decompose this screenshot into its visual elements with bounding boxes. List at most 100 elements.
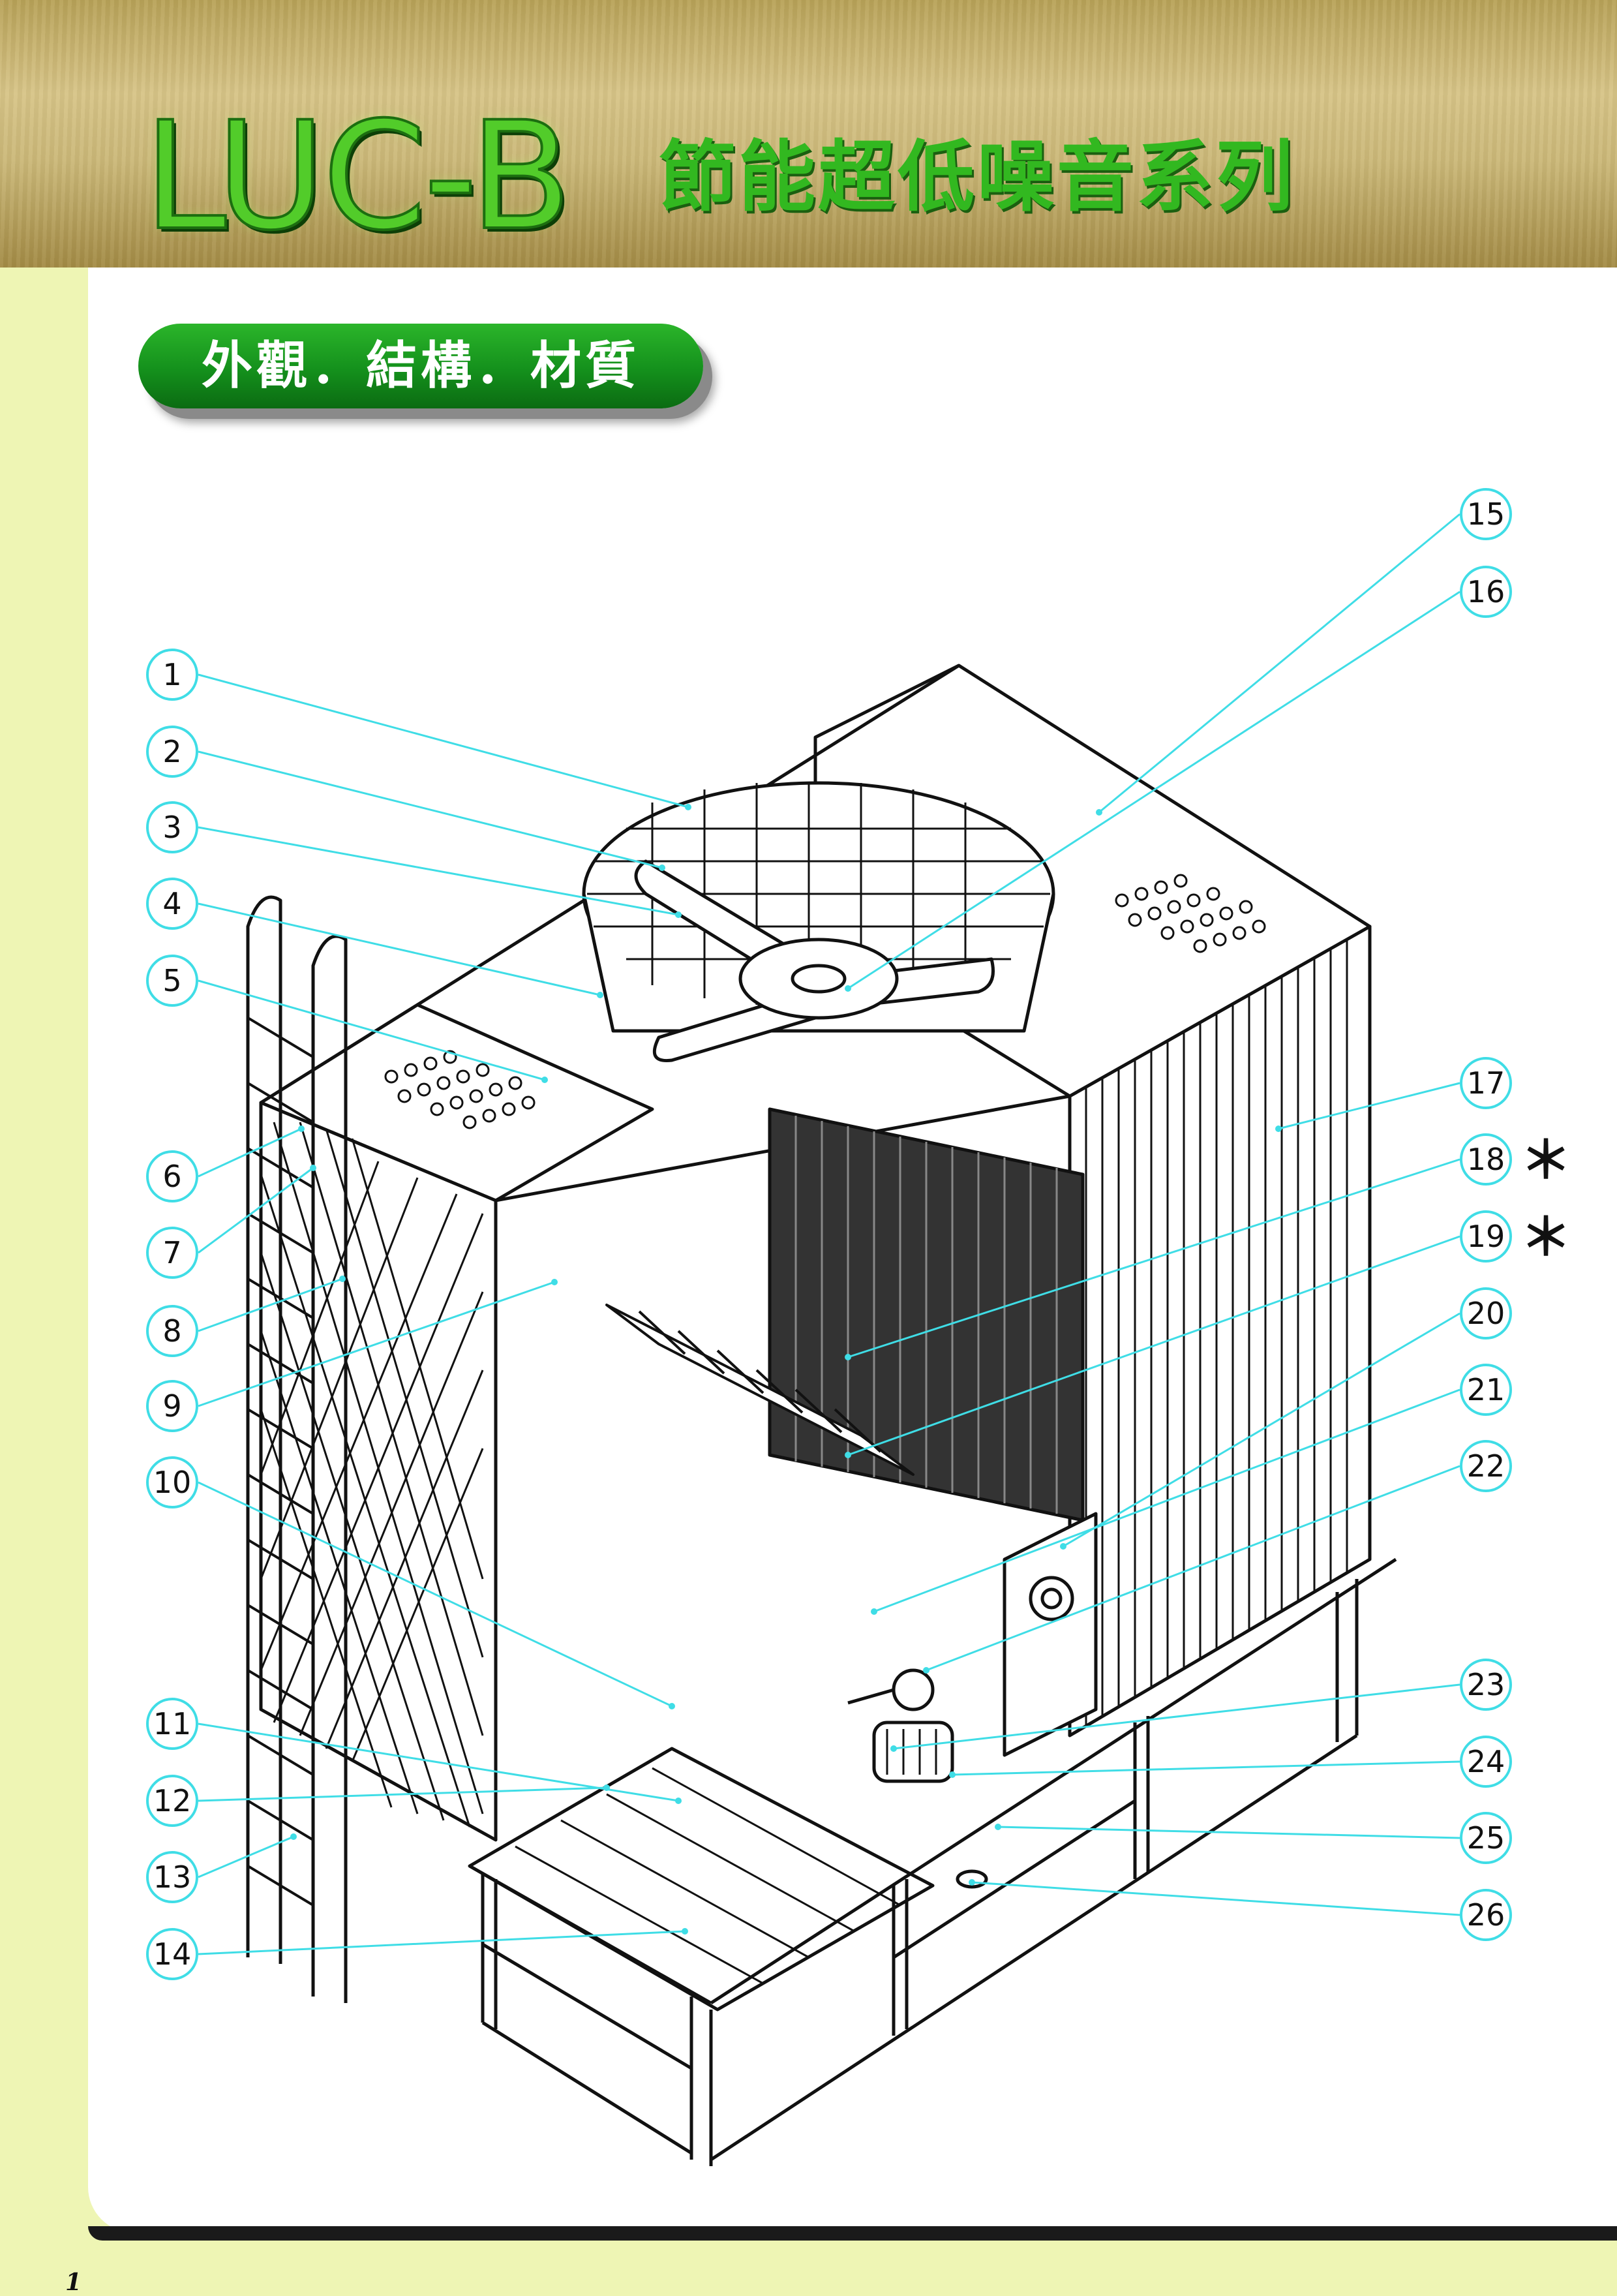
tower-drawing xyxy=(246,664,1397,2166)
callout-number-6: 6 xyxy=(162,1159,181,1194)
leader-line-15 xyxy=(1098,513,1460,814)
leader-line-20 xyxy=(1063,1312,1460,1548)
leader-dot-4 xyxy=(597,992,603,998)
callout-number-15: 15 xyxy=(1467,497,1505,532)
leader-line-4 xyxy=(198,902,601,996)
callout-circle-8 xyxy=(146,1305,198,1357)
leader-line-9 xyxy=(198,1281,555,1407)
leader-line-21 xyxy=(873,1388,1460,1613)
leader-line-14 xyxy=(198,1930,686,1955)
callout-circle-3 xyxy=(146,801,198,853)
callout-circle-23 xyxy=(1460,1659,1512,1711)
callout-number-17: 17 xyxy=(1467,1065,1505,1101)
leader-dot-7 xyxy=(310,1165,316,1171)
callout-circle-14 xyxy=(146,1928,198,1980)
fan-guard xyxy=(587,783,1050,1005)
leader-line-8 xyxy=(198,1278,343,1332)
drain-outlet xyxy=(956,1869,988,1889)
leader-line-25 xyxy=(997,1826,1460,1839)
callout-number-26: 26 xyxy=(1467,1897,1505,1933)
leader-dot-21 xyxy=(871,1608,877,1615)
callout-number-25: 25 xyxy=(1467,1820,1505,1856)
callout-number-19: 19 xyxy=(1467,1219,1505,1254)
leader-dot-25 xyxy=(995,1824,1001,1830)
fill-media xyxy=(259,1101,498,1842)
callout-number-10: 10 xyxy=(153,1465,192,1500)
leader-line-23 xyxy=(893,1683,1460,1750)
access-ladder xyxy=(246,895,348,2003)
fan-blades xyxy=(634,859,995,1063)
walkway-grating xyxy=(605,1304,914,1476)
callout-number-23: 23 xyxy=(1467,1667,1505,1702)
callout-number-14: 14 xyxy=(153,1936,192,1972)
callout-number-5: 5 xyxy=(162,963,181,998)
leader-dot-14 xyxy=(682,1928,688,1935)
callout-circle-22 xyxy=(1460,1440,1512,1492)
leader-dot-26 xyxy=(969,1879,975,1886)
callout-circle-15 xyxy=(1460,488,1512,540)
callout-circle-25 xyxy=(1460,1812,1512,1864)
leader-line-3 xyxy=(198,826,679,916)
callout-circle-24 xyxy=(1460,1736,1512,1788)
callout-circle-6 xyxy=(146,1150,198,1202)
callout-circle-9 xyxy=(146,1380,198,1432)
callout-number-1: 1 xyxy=(162,657,181,692)
callout-circle-11 xyxy=(146,1698,198,1750)
callout-circle-13 xyxy=(146,1851,198,1903)
callout-number-12: 12 xyxy=(153,1783,192,1818)
leader-dot-8 xyxy=(339,1276,346,1282)
callout-number-2: 2 xyxy=(162,734,181,769)
leader-dot-12 xyxy=(603,1784,610,1791)
leader-dot-20 xyxy=(1060,1543,1066,1550)
callout-circle-16 xyxy=(1460,566,1512,618)
float-valve xyxy=(847,1668,935,1711)
leader-dot-19 xyxy=(845,1452,851,1458)
leader-line-22 xyxy=(926,1465,1460,1672)
leader-line-17 xyxy=(1278,1082,1460,1130)
leader-line-18 xyxy=(847,1158,1460,1358)
leader-dot-16 xyxy=(845,985,851,992)
asterisk-mark-18: ＊ xyxy=(1520,1131,1571,1190)
model-logo: LUC-B xyxy=(142,89,573,263)
leader-line-7 xyxy=(198,1167,314,1254)
leader-dot-1 xyxy=(685,804,691,810)
leader-dot-24 xyxy=(949,1771,956,1778)
callout-number-22: 22 xyxy=(1467,1448,1505,1484)
page-number: 1 xyxy=(65,2269,82,2296)
leader-dot-15 xyxy=(1096,809,1102,816)
drift-eliminator xyxy=(768,1107,1085,1522)
callout-number-9: 9 xyxy=(162,1388,181,1424)
callout-number-4: 4 xyxy=(162,886,181,921)
callout-circle-7 xyxy=(146,1227,198,1279)
leader-dot-9 xyxy=(551,1279,558,1285)
callout-number-11: 11 xyxy=(153,1706,192,1741)
callout-number-7: 7 xyxy=(162,1235,181,1270)
leader-line-24 xyxy=(952,1760,1460,1776)
leader-dot-11 xyxy=(675,1798,682,1804)
leader-line-5 xyxy=(198,979,545,1081)
leader-line-12 xyxy=(198,1786,607,1802)
callout-circle-12 xyxy=(146,1775,198,1827)
leader-dot-17 xyxy=(1275,1125,1282,1132)
series-title: 節能超低噪音系列 xyxy=(659,132,1296,222)
callout-circle-21 xyxy=(1460,1364,1512,1416)
callout-number-21: 21 xyxy=(1467,1372,1505,1407)
leader-dot-5 xyxy=(541,1077,548,1083)
callout-circle-4 xyxy=(146,878,198,930)
callout-number-20: 20 xyxy=(1467,1296,1505,1331)
asterisk-mark-19: ＊ xyxy=(1520,1208,1571,1267)
header-banner: LUC-B 節能超低噪音系列 xyxy=(0,0,1617,268)
callout-circle-5 xyxy=(146,955,198,1007)
callout-circle-19 xyxy=(1460,1210,1512,1263)
callout-layer: 123456789101112131415161718＊19＊202122232… xyxy=(146,488,1571,1980)
header-texture xyxy=(0,0,1617,268)
callout-number-24: 24 xyxy=(1467,1744,1505,1779)
callout-circle-26 xyxy=(1460,1889,1512,1941)
callout-number-18: 18 xyxy=(1467,1142,1505,1177)
callout-number-16: 16 xyxy=(1467,574,1505,609)
leader-line-26 xyxy=(971,1881,1460,1916)
distribution-basin xyxy=(384,874,1266,1129)
callout-circle-1 xyxy=(146,649,198,701)
leader-line-6 xyxy=(198,1127,302,1178)
